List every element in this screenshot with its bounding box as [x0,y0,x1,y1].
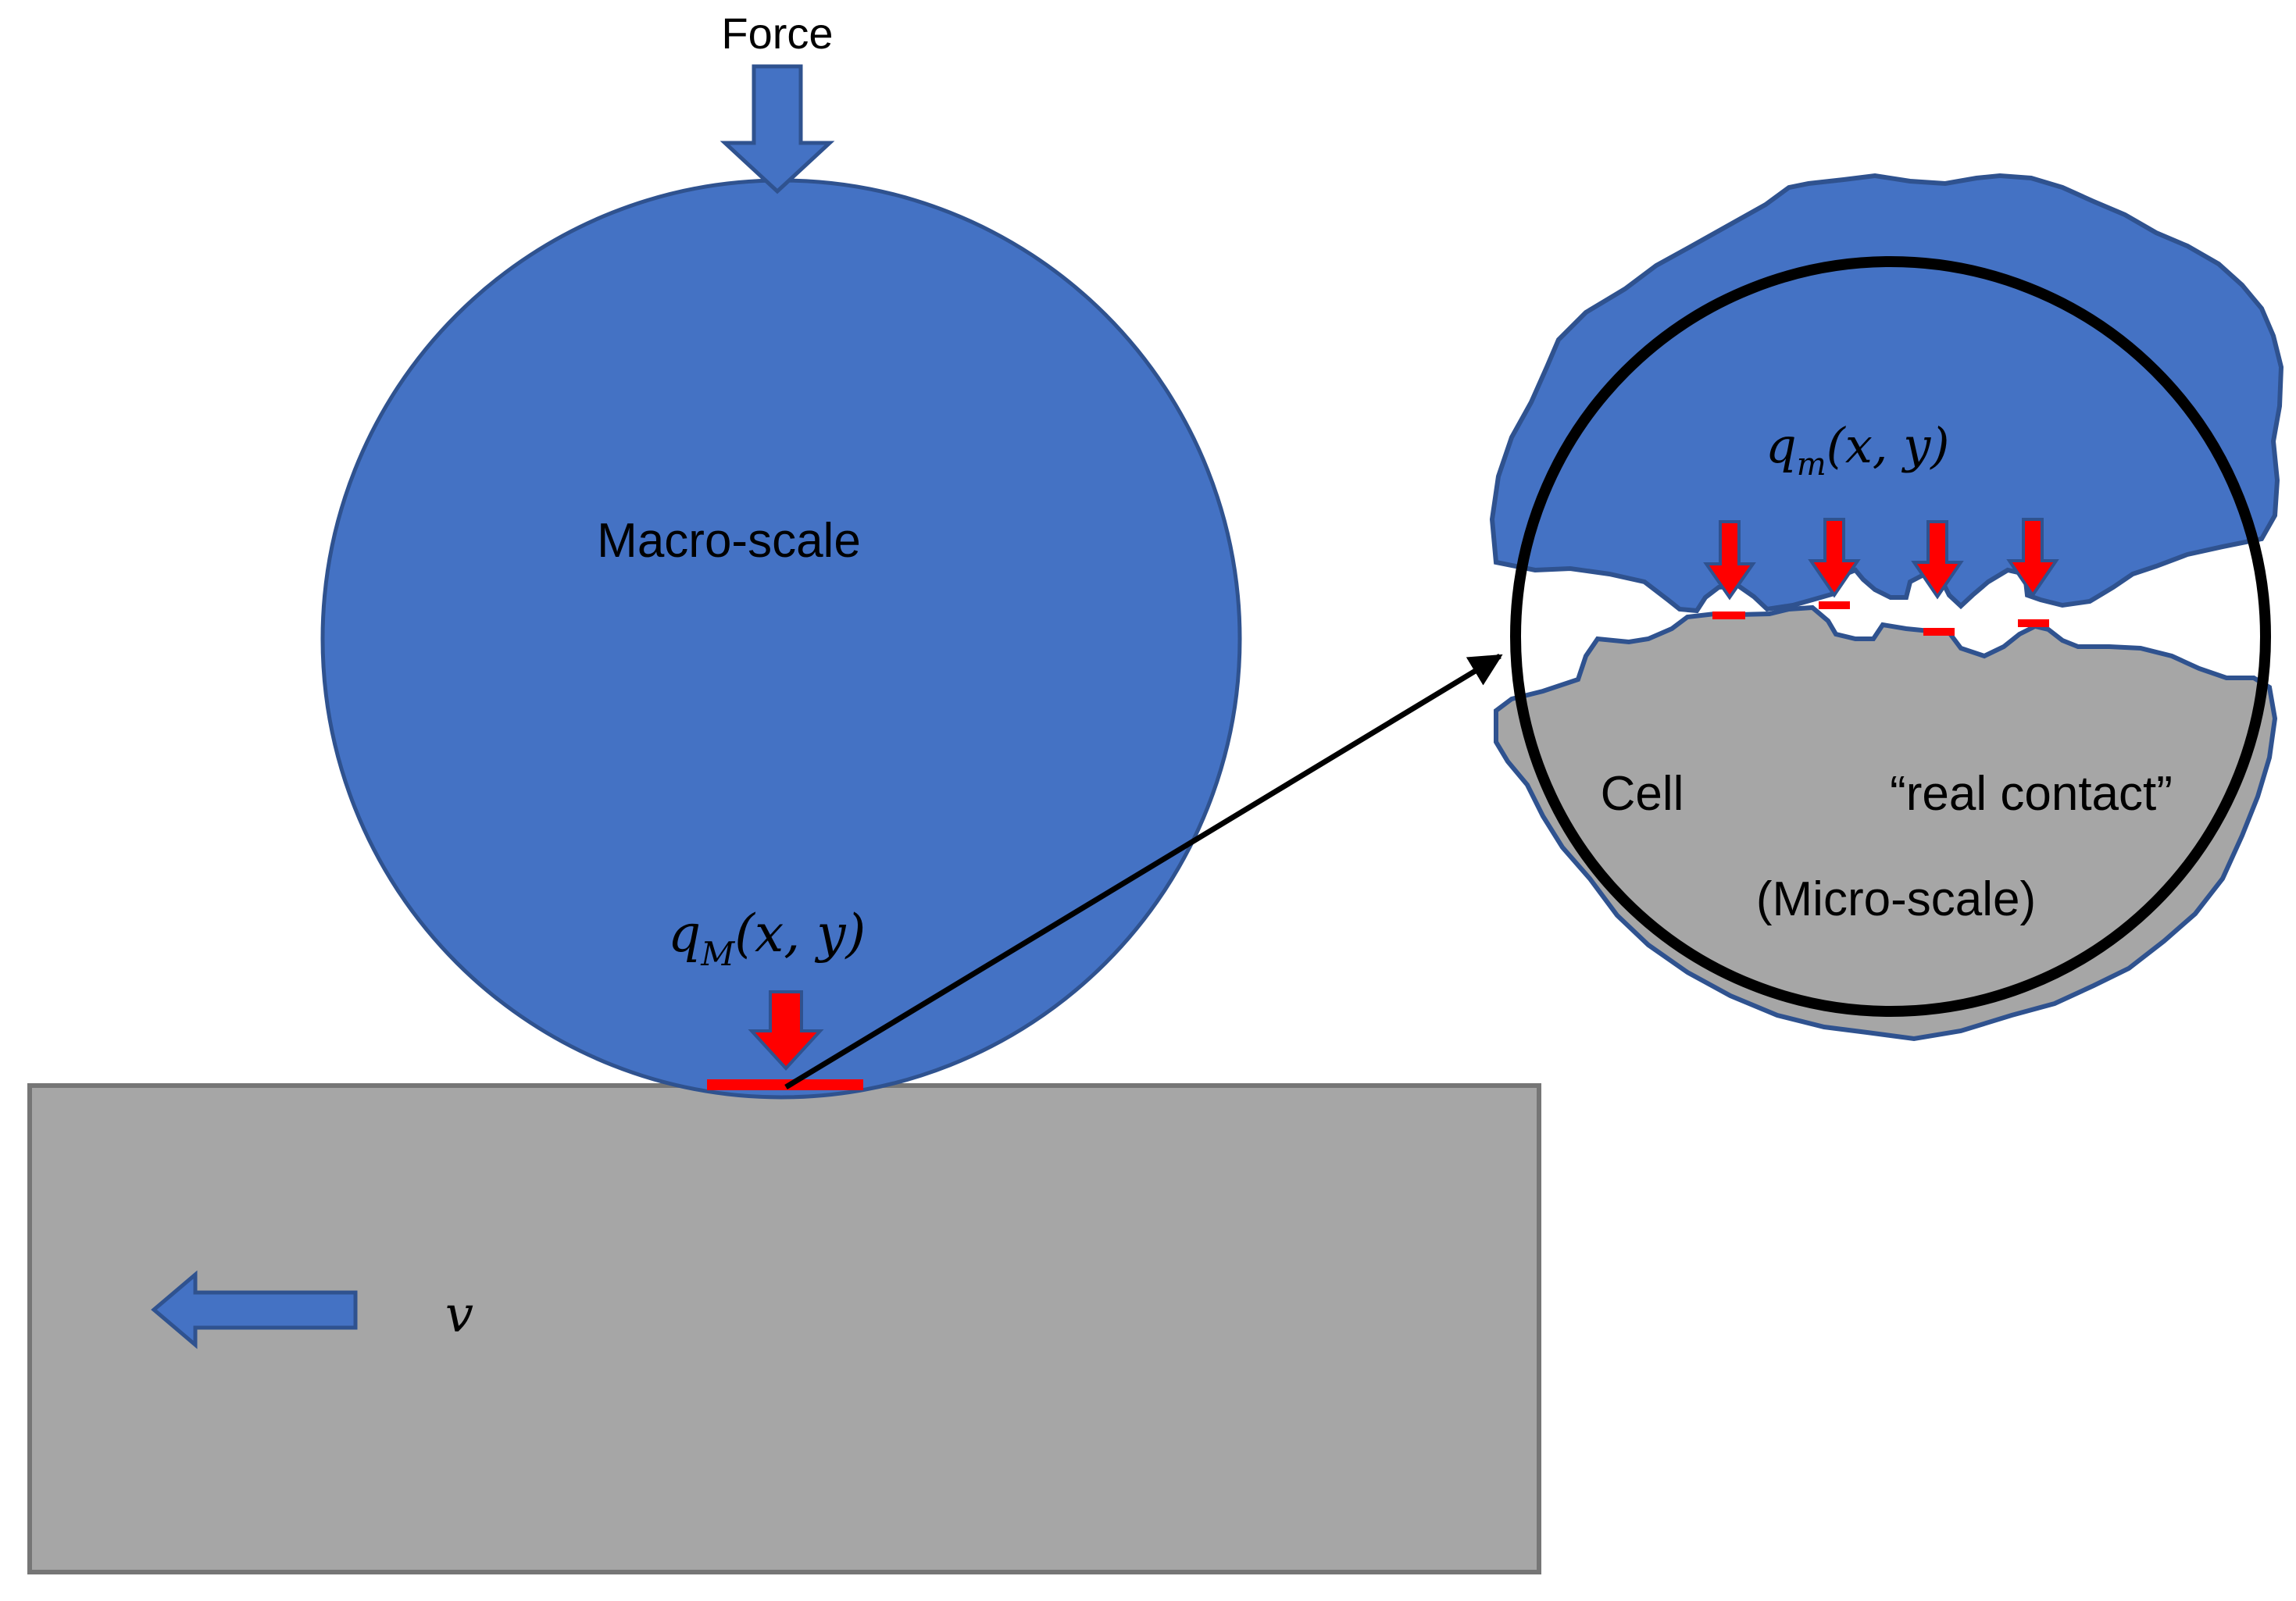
magnifier-lens [1510,256,2271,1017]
macro-pressure-label: qM(x, y) [668,904,866,973]
micro-contact-patch [1923,628,1955,636]
micro-pressure-arrow-icon [1703,520,1756,601]
micro-pressure-arrow-icon [1808,518,1861,598]
macro-pressure-symbol: q [668,904,701,964]
micro-scale-label: (Micro-scale) [1756,872,2036,926]
real-contact-label: “real contact” [1890,767,2173,821]
macro-scale-label: Macro-scale [597,514,861,568]
zoom-pointer-arrow [784,654,1503,1089]
micro-pressure-symbol: q [1766,417,1797,474]
micro-pressure-subscript: m [1797,447,1826,483]
micro-contact-patch [2018,619,2049,627]
cell-label: Cell [1601,767,1684,821]
velocity-label: v [445,1286,473,1344]
micro-pressure-arrow-icon [2006,518,2059,598]
macro-pressure-arrow-icon [748,990,824,1071]
micro-pressure-label: qm(x, y) [1766,417,1949,483]
micro-contact-patch [1712,612,1745,619]
micro-upper-body [1489,173,2284,614]
force-arrow-icon [720,64,835,194]
velocity-arrow-icon [151,1270,358,1350]
micro-lower-cell [1494,604,2278,1042]
micro-contact-patches [1712,601,2049,636]
micro-pressure-arrow-icon [1911,520,1964,600]
force-label: Force [721,9,833,58]
micro-contact-patch [1819,601,1850,609]
macro-pressure-args: (x, y) [734,904,866,964]
macro-pressure-subscript: M [700,935,735,973]
micro-pressure-args: (x, y) [1826,417,1950,474]
